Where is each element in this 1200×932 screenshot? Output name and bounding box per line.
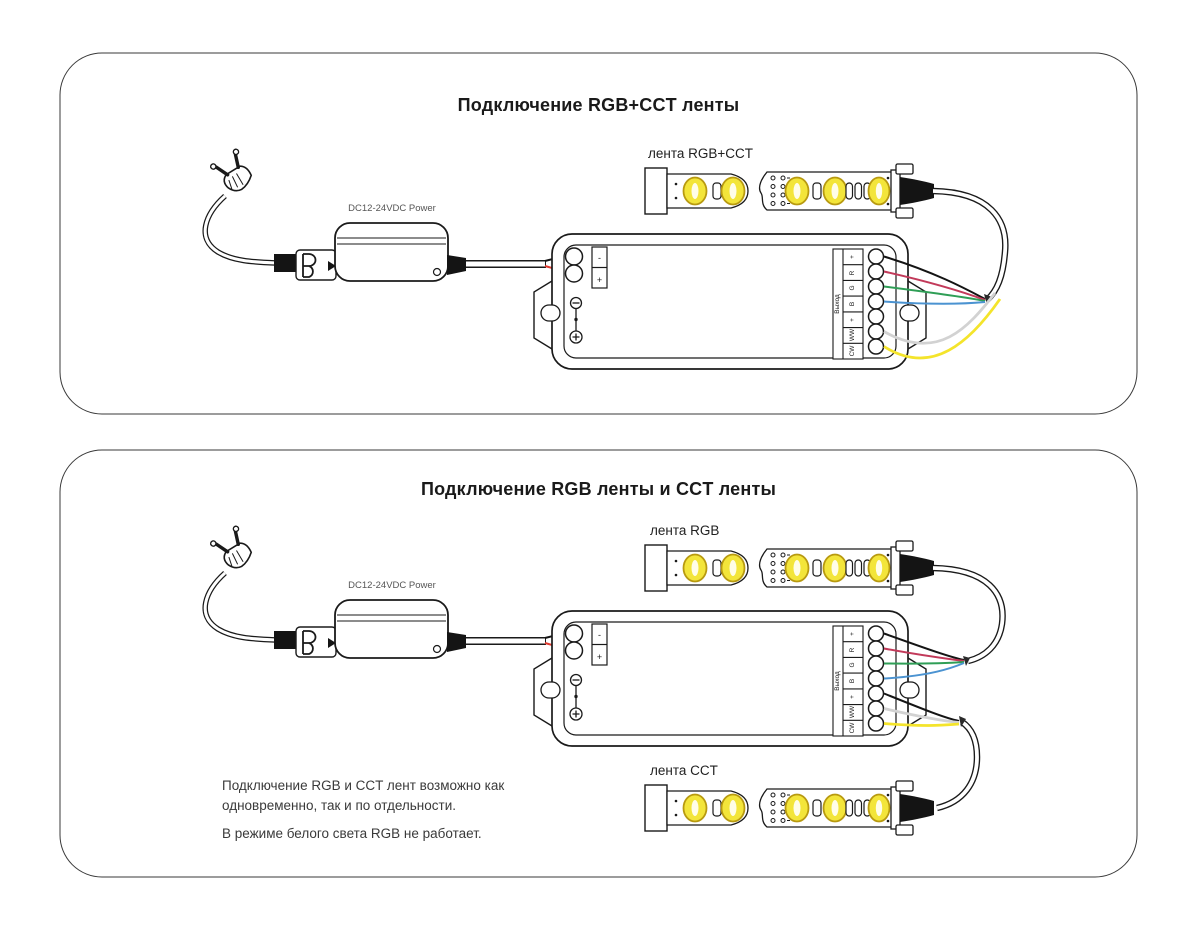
svg-text:+: + <box>849 255 856 259</box>
wire-red <box>883 270 986 301</box>
output-terminal-labels-2: Выход + R G B + WW CW <box>834 632 856 734</box>
output-wires-rgb <box>883 632 965 680</box>
output-terminal-block-2 <box>832 625 864 737</box>
svg-text:G: G <box>849 285 856 290</box>
svg-text:+: + <box>849 632 856 636</box>
controller-1: - + Выход + R G B + WW <box>533 233 927 370</box>
dc-plug-ferrule <box>274 254 296 272</box>
strip-rgb-label: лента RGB <box>650 523 720 538</box>
power-adapter-label-2: DC12-24VDC Power <box>348 580 436 591</box>
panel-1: - + Выход + R G B + WW <box>59 52 1138 415</box>
strain-relief <box>447 255 466 275</box>
output-terminal-block <box>832 248 864 360</box>
svg-text:WW: WW <box>849 705 856 718</box>
svg-text:CW: CW <box>849 345 856 357</box>
output-terminal-labels: Выход + R G B + WW CW <box>834 255 856 357</box>
polarity-symbol <box>569 296 583 344</box>
note-line-2: В режиме белого света RGB не работает. <box>222 826 482 842</box>
output-block-label: Выход <box>834 294 841 314</box>
controller-2: - + Выход + R G B + WW <box>533 610 927 747</box>
polarity-symbol-2 <box>569 673 583 721</box>
output-screw-terminals <box>867 248 885 355</box>
wire-blue <box>883 300 986 305</box>
input-terminal-minus <box>564 264 584 283</box>
wire-cold-white <box>883 298 1002 360</box>
wire-warm-white <box>883 292 997 345</box>
svg-text:-: - <box>598 630 601 640</box>
wire-green <box>883 285 986 302</box>
note-line-1: Подключение RGB и CCT лент возможно как … <box>222 778 505 813</box>
power-adapter-2 <box>274 599 570 659</box>
svg-text:+: + <box>849 695 856 699</box>
svg-text:WW: WW <box>849 328 856 341</box>
input-minus-label: - <box>598 253 601 263</box>
panel-2: - + Выход + R G B + WW <box>59 449 1138 878</box>
panel-2-title: Подключение RGB ленты и CCT ленты <box>420 479 777 499</box>
adapter-body <box>334 222 449 282</box>
svg-text:R: R <box>849 647 856 652</box>
output-screw-terminals-2 <box>867 625 885 732</box>
strip-cct-label: лента CCT <box>650 763 718 778</box>
strip-cable-rgb <box>932 564 1006 666</box>
wire-plus <box>883 255 986 300</box>
svg-text:B: B <box>849 302 856 306</box>
output-wires-cct <box>883 692 960 727</box>
input-plus-label: + <box>597 275 602 285</box>
power-adapter <box>274 222 570 282</box>
svg-text:G: G <box>849 662 856 667</box>
strip-cable-1 <box>932 187 1009 305</box>
strip-rgbcct-label: лента RGB+CCT <box>648 146 754 161</box>
panel-1-title: Подключение RGB+CCT ленты <box>457 95 740 115</box>
power-cord <box>202 193 277 266</box>
power-plug-icon-2 <box>209 525 253 569</box>
connection-note: Подключение RGB и CCT лент возможно как … <box>222 776 540 853</box>
input-terminal-plus <box>564 247 584 266</box>
output-wires-1 <box>883 255 1002 360</box>
svg-text:R: R <box>849 270 856 275</box>
strip-cable-cct <box>936 716 981 812</box>
power-adapter-label-1: DC12-24VDC Power <box>348 203 436 214</box>
power-cord-2 <box>202 570 277 643</box>
svg-text:+: + <box>597 652 602 662</box>
svg-text:+: + <box>849 318 856 322</box>
svg-text:Выход: Выход <box>834 671 841 691</box>
adapter-body-2 <box>334 599 449 659</box>
svg-text:B: B <box>849 679 856 683</box>
power-plug-icon <box>209 148 253 192</box>
svg-text:CW: CW <box>849 722 856 734</box>
